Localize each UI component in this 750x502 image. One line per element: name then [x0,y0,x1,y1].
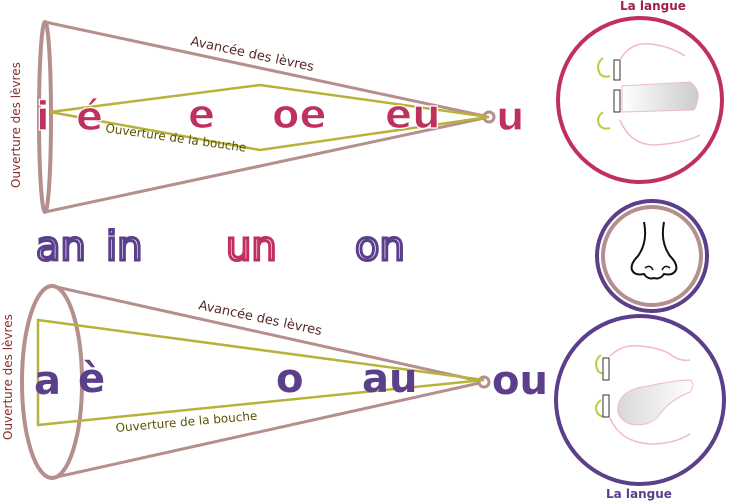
top-cone-upper-edge [44,20,490,119]
tongue-top-title: La langue [620,0,686,13]
tongue-panel-top: La langue [556,0,724,184]
top-vowel-diagram: Avancée des lèvres Ouverture de la bouch… [9,20,525,214]
tongue-top-upper-tooth [613,59,621,81]
tongue-panel-bottom: La langue [554,314,726,501]
tongue-bottom-tongue-shape [617,379,694,426]
tongue-bottom-jaw [609,417,691,445]
bottom-cone-upper-edge [51,284,485,384]
vowel-au: au [362,356,417,402]
tongue-bottom-palate [609,344,691,362]
vowel-e-acute: é [76,94,103,140]
top-cone-lower-edge [44,115,490,214]
top-mouth-opening-shape [49,83,490,152]
top-label-mouth-opening: Ouverture de la bouche [105,121,248,155]
nose-icon [630,221,678,280]
tongue-bottom-title: La langue [606,487,672,501]
tongue-top-jaw [619,119,701,146]
tongue-top-lower-tooth [613,89,621,113]
bottom-mouth-opening-shape [36,318,485,427]
tongue-bottom-lower-tooth [602,394,610,418]
nasal-vowels-row: an in un on [35,223,407,272]
vowel-o: o [276,356,303,402]
nasal-in: in [106,224,142,270]
nose-panel [595,199,709,313]
nose-inner-circle [601,205,703,307]
bottom-cone-lower-edge [51,380,485,480]
nasal-an: an [36,224,86,270]
vowel-oe: oe [272,92,327,138]
vowel-a: a [34,358,61,404]
top-label-lips-advance: Avancée des lèvres [189,34,315,75]
vowel-i: i [36,94,50,140]
vowel-e: e [188,92,215,138]
vowel-e-grave: è [78,356,105,402]
nose-nostrils [644,265,671,271]
bottom-vowel-diagram: Avancée des lèvres Ouverture de la bouch… [1,284,548,480]
tongue-top-upper-teeth-icon [597,57,611,78]
nasal-un: un [226,224,277,270]
tongue-top-palate [619,43,686,61]
tongue-top-lower-teeth-icon [597,111,611,130]
tongue-bottom-upper-tooth [602,357,610,381]
bottom-label-lip-opening: Ouverture des lèvres [1,314,15,440]
nasal-on: on [355,224,405,270]
vowel-eu: eu [385,92,441,138]
vowel-u: u [496,94,524,140]
bottom-label-mouth-opening: Ouverture de la bouche [115,409,258,435]
tongue-top-tongue-shape [621,81,699,113]
top-label-lip-opening: Ouverture des lèvres [9,62,23,188]
vowel-ou: ou [492,358,548,404]
